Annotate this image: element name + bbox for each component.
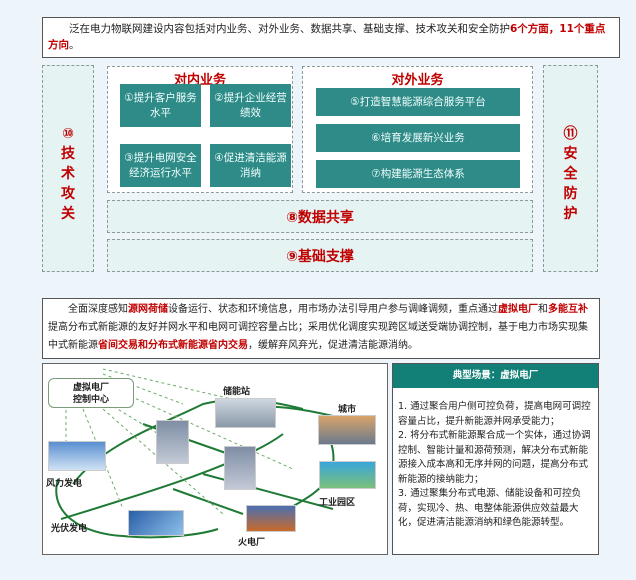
intro-highlight: 6个方面，11个重点方向 [48, 23, 606, 51]
thermal-image [246, 505, 296, 532]
scenario-panel: 典型场景：虚拟电厂 1. 通过聚合用户侧可控负荷，提高电网可调控容量占比，提升新… [392, 363, 599, 555]
control-center-label: 虚拟电厂 [72, 383, 109, 393]
scenario-item: 1. 通过聚合用户侧可控负荷，提高电网可调控容量占比，提升新能源并网承受能力； [398, 401, 591, 427]
tower-image [224, 446, 256, 490]
wind-image [48, 441, 106, 471]
tech-column: ⑩ 技 术 攻 关 [42, 65, 94, 272]
foundation-band: ⑨基础支撑 [107, 239, 533, 272]
external-title: 对外业务 [391, 73, 444, 88]
para-highlight: 源网荷储 [128, 304, 168, 315]
thermal-label: 火电厂 [238, 538, 266, 548]
control-center-label: 控制中心 [72, 395, 109, 405]
internal-item: ③提升电网安全经济运行水平 [120, 144, 201, 187]
security-num: ⑪ [563, 126, 578, 142]
industrial-image [319, 461, 376, 489]
wind-label: 风力发电 [46, 479, 83, 489]
security-char: 护 [563, 206, 578, 222]
control-center-box: 虚拟电厂 控制中心 [48, 378, 134, 408]
tech-char: 技 [61, 146, 75, 162]
para-text: ，缓解弃风弃光，促进清洁能源消纳。 [248, 340, 418, 351]
city-image [318, 415, 376, 445]
vpp-diagram: 虚拟电厂 控制中心 储能站 城市 风力发电 光伏发电 火电厂 工业园区 [42, 363, 388, 555]
internal-item: ①提升客户服务水平 [120, 84, 201, 127]
security-char: 安 [563, 146, 578, 162]
tech-char: 攻 [61, 186, 75, 202]
solar-label: 光伏发电 [51, 524, 88, 534]
internal-item: ②提升企业经营绩效 [210, 84, 291, 127]
internal-business: 对内业务 ①提升客户服务水平 ②提升企业经营绩效 ③提升电网安全经济运行水平 ④… [107, 66, 293, 193]
intro-end: 。 [69, 39, 80, 51]
city-label: 城市 [338, 405, 357, 415]
storage-label: 储能站 [223, 387, 251, 397]
description-box: 全面深度感知源网荷储设备运行、状态和环境信息，用市场办法引导用户参与调峰调频，重… [42, 298, 600, 359]
para-highlight: 多能互补 [548, 304, 588, 315]
tech-char: 术 [61, 166, 75, 182]
external-item: ⑦构建能源生态体系 [316, 160, 520, 188]
para-highlight: 省间交易和分布式新能源省内交易 [98, 340, 248, 351]
scenario-title: 典型场景：虚拟电厂 [393, 364, 598, 388]
tech-num: ⑩ [62, 126, 74, 142]
security-char: 全 [563, 166, 578, 182]
security-column: ⑪ 安 全 防 护 [543, 65, 598, 272]
para-text: 全面深度感知 [68, 304, 128, 315]
industrial-label: 工业园区 [319, 498, 356, 508]
intro-box: 泛在电力物联网建设内容包括对内业务、对外业务、数据共享、基础支撑、技术攻关和安全… [42, 17, 620, 58]
solar-image [128, 510, 184, 536]
tech-label: ⑩ 技 术 攻 关 [43, 124, 93, 224]
internal-item: ④促进清洁能源消纳 [210, 144, 291, 187]
data-sharing-band: ⑧数据共享 [107, 200, 533, 233]
security-label: ⑪ 安 全 防 护 [544, 124, 597, 224]
tech-char: 关 [61, 206, 75, 222]
external-item: ⑤打造智慧能源综合服务平台 [316, 88, 520, 116]
external-business: 对外业务 ⑤打造智慧能源综合服务平台 ⑥培育发展新兴业务 ⑦构建能源生态体系 [302, 66, 533, 193]
storage-image [215, 398, 276, 428]
para-text: 设备运行、状态和环境信息，用市场办法引导用户参与调峰调频，重点通过 [168, 304, 498, 315]
scenario-item: 3. 通过聚集分布式电源、储能设备和可控负荷，实现冷、热、电整体能源供应效益最大… [398, 488, 582, 528]
scenario-item: 2. 将分布式新能源聚合成一个实体，通过协调控制、智能计量和源荷预测，解决分布式… [398, 430, 591, 485]
para-text: 和 [538, 304, 548, 315]
intro-text: 泛在电力物联网建设内容包括对内业务、对外业务、数据共享、基础支撑、技术攻关和安全… [69, 23, 510, 35]
security-char: 防 [563, 186, 578, 202]
tower-image [156, 420, 189, 464]
para-text: 提高分布式新能源的友好并网水平和电网可调控容量占比；采用优化调度实现跨区域送受端… [48, 322, 588, 351]
para-highlight: 虚拟电厂 [498, 304, 538, 315]
external-item: ⑥培育发展新兴业务 [316, 124, 520, 152]
